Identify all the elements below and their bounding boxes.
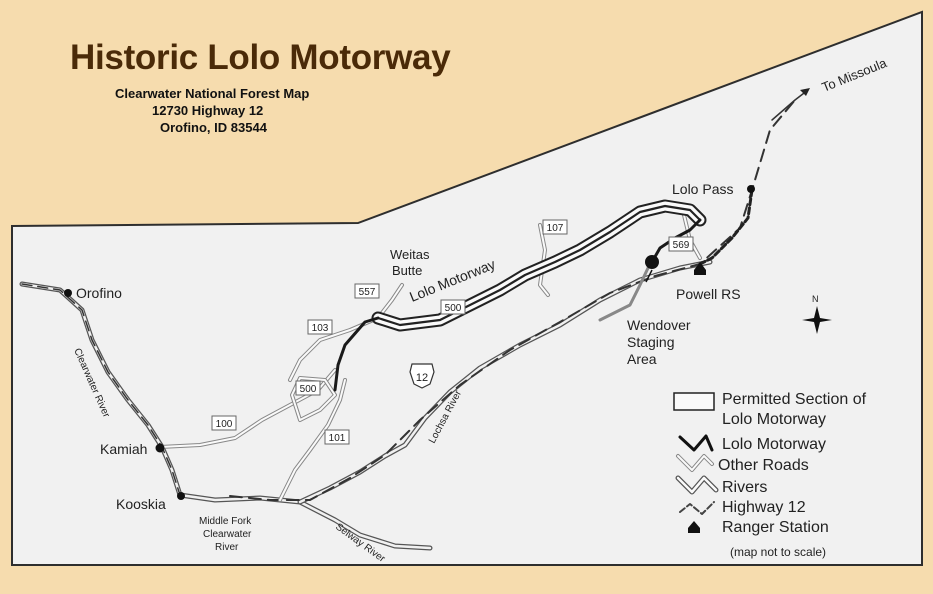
road-100-shield: 100: [211, 415, 237, 431]
lolo-pass-label: Lolo Pass: [672, 181, 733, 197]
lolo-motorway-route: [333, 188, 754, 392]
legend-other-roads-label: Other Roads: [718, 457, 809, 474]
wendover-staging-dot: [645, 255, 659, 269]
lolo-pass-dot: [747, 185, 755, 193]
subtitle-line-1: Clearwater National Forest Map: [115, 86, 310, 101]
wendover-label-1: Wendover: [627, 317, 691, 333]
middle-fork-label-1: Middle Fork: [199, 516, 252, 527]
road-101-shield: 101: [324, 429, 350, 445]
svg-text:101: 101: [329, 433, 346, 444]
svg-text:500: 500: [445, 303, 462, 314]
us-highway-12-shield: 12: [409, 363, 435, 389]
rivers-layer: [19, 99, 796, 551]
orofino-dot: [64, 289, 72, 297]
road-103-shield: 103: [307, 319, 333, 335]
weitas-butte-label-2: Butte: [392, 263, 422, 278]
powell-ranger-station-icon: [694, 262, 706, 275]
svg-text:569: 569: [673, 240, 690, 251]
svg-text:500: 500: [300, 384, 317, 395]
legend-lolo-label: Lolo Motorway: [722, 436, 826, 453]
compass-north-label: N: [812, 294, 819, 304]
road-107-shield: 107: [542, 219, 568, 235]
subtitle-line-2: 12730 Highway 12: [152, 103, 264, 118]
orofino-label: Orofino: [76, 285, 122, 301]
road-500-shield-upper: 500: [440, 299, 466, 315]
legend-permitted-swatch: [673, 392, 715, 411]
powell-rs-label: Powell RS: [676, 286, 741, 302]
svg-text:100: 100: [216, 419, 233, 430]
kamiah-label: Kamiah: [100, 441, 147, 457]
other-roads-layer: [158, 213, 702, 502]
legend-highway-swatch: [679, 501, 715, 515]
road-557-shield: 557: [354, 283, 380, 299]
road-500-shield-lower: 500: [295, 380, 321, 396]
legend-permitted-label-2: Lolo Motorway: [722, 411, 826, 428]
legend-lolo-swatch: [678, 434, 714, 452]
svg-text:12: 12: [416, 372, 428, 384]
svg-text:107: 107: [547, 223, 564, 234]
middle-fork-label-2: Clearwater: [203, 529, 252, 540]
missoula-arrow-head: [800, 88, 810, 96]
map-title: Historic Lolo Motorway: [70, 38, 451, 77]
legend-ranger-station-icon: [688, 521, 700, 533]
legend-permitted-label-1: Permitted Section of: [722, 391, 867, 408]
legend-ranger-station-label: Ranger Station: [722, 519, 829, 536]
kooskia-dot: [177, 492, 185, 500]
legend: Permitted Section of Lolo Motorway Lolo …: [673, 391, 867, 559]
subtitle-line-3: Orofino, ID 83544: [160, 120, 267, 135]
map-area: [11, 10, 923, 566]
wendover-label-2: Staging: [627, 334, 674, 350]
legend-note: (map not to scale): [730, 545, 826, 559]
kooskia-label: Kooskia: [116, 496, 166, 512]
weitas-butte-label-1: Weitas: [390, 247, 430, 262]
kamiah-dot: [155, 443, 165, 453]
svg-text:557: 557: [359, 287, 376, 298]
legend-highway-label: Highway 12: [722, 499, 806, 516]
middle-fork-label-3: River: [215, 542, 239, 553]
road-569-shield: 569: [668, 236, 694, 252]
north-compass-icon: [802, 306, 832, 334]
wendover-pointer: [645, 269, 653, 283]
svg-text:103: 103: [312, 323, 329, 334]
legend-rivers-label: Rivers: [722, 479, 767, 496]
wendover-label-3: Area: [627, 351, 657, 367]
